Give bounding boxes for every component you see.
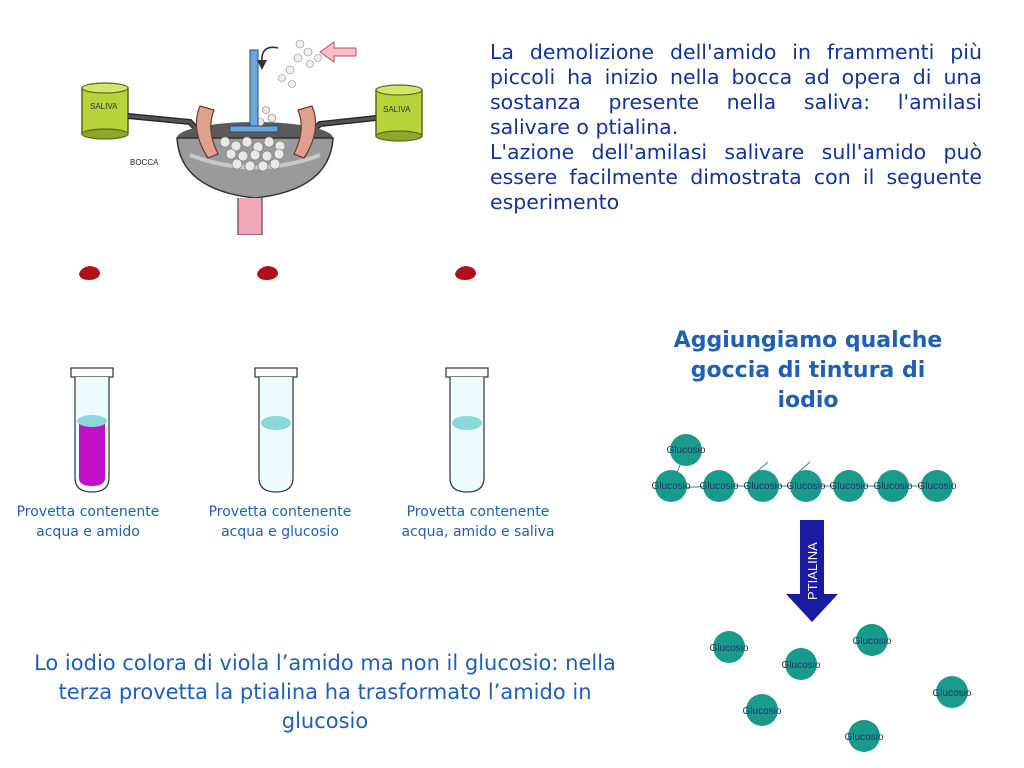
ptialina-label: PTIALINA xyxy=(805,542,820,600)
svg-text:Glucosio: Glucosio xyxy=(874,481,913,492)
tube-caption-1: Provetta contenente acqua e amido xyxy=(16,504,160,540)
iodine-drop-3 xyxy=(455,260,476,280)
glucose-node: Glucosio xyxy=(700,470,739,502)
glucose-node: Glucosio xyxy=(743,694,782,726)
glucose-node: Glucosio xyxy=(853,624,892,656)
saliva-jar-right: SALIVA xyxy=(375,84,423,142)
glucose-node: Glucosio xyxy=(782,648,821,680)
glucose-node: Glucosio xyxy=(918,470,957,502)
svg-text:Glucosio: Glucosio xyxy=(743,706,782,717)
mouth-bowl: BOCCA xyxy=(130,49,334,235)
intro-text: La demolizione dell'amido in frammenti p… xyxy=(490,40,982,215)
mouth-illustration: SALIVA SALIVA BOCCA xyxy=(81,39,423,235)
svg-text:Glucosio: Glucosio xyxy=(918,481,957,492)
glucose-node: Glucosio xyxy=(933,676,972,708)
svg-text:Glucosio: Glucosio xyxy=(853,636,892,647)
glucose-node: Glucosio xyxy=(652,470,691,502)
glucose-node: Glucosio xyxy=(744,470,783,502)
svg-text:Glucosio: Glucosio xyxy=(933,688,972,699)
glucose-node: Glucosio xyxy=(845,720,884,752)
starch-chain-diagram: Glucosio Glucosio Glucosio Glucosio Gluc… xyxy=(652,434,957,502)
conclusion-text: Lo iodio colora di viola l’amido ma non … xyxy=(34,651,616,733)
mouth-label: BOCCA xyxy=(130,158,159,167)
iodine-heading: Aggiungiamo qualche goccia di tintura di… xyxy=(673,328,943,413)
glucose-node: Glucosio xyxy=(710,631,749,663)
glucose-node: Glucosio xyxy=(787,470,826,502)
svg-text:Glucosio: Glucosio xyxy=(667,445,706,456)
svg-text:Glucosio: Glucosio xyxy=(830,481,869,492)
tube-caption-3: Provetta contenente acqua, amido e saliv… xyxy=(401,504,555,540)
svg-text:Glucosio: Glucosio xyxy=(787,481,826,492)
intro-paragraph-2: L'azione dell'amilasi salivare sull'amid… xyxy=(490,140,982,214)
svg-text:Glucosio: Glucosio xyxy=(744,481,783,492)
test-tube-3 xyxy=(445,367,489,493)
intro-paragraph-1: La demolizione dell'amido in frammenti p… xyxy=(490,40,982,139)
test-tube-2 xyxy=(254,367,298,493)
tube-caption-2: Provetta contenente acqua e glucosio xyxy=(208,504,352,540)
saliva-label-left: SALIVA xyxy=(90,102,118,111)
svg-text:Glucosio: Glucosio xyxy=(782,660,821,671)
svg-text:Glucosio: Glucosio xyxy=(700,481,739,492)
svg-text:Glucosio: Glucosio xyxy=(652,481,691,492)
glucose-node: Glucosio xyxy=(874,470,913,502)
test-tube-1 xyxy=(70,367,114,493)
svg-text:Glucosio: Glucosio xyxy=(845,732,884,743)
glucose-node: Glucosio xyxy=(667,434,706,466)
svg-text:Glucosio: Glucosio xyxy=(710,643,749,654)
saliva-label-right: SALIVA xyxy=(383,105,411,114)
pink-arrow-icon xyxy=(319,41,357,63)
iodine-drop-1 xyxy=(79,260,100,280)
falling-food-particles xyxy=(278,39,322,88)
saliva-jar-left: SALIVA xyxy=(81,82,129,140)
glucose-node: Glucosio xyxy=(830,470,869,502)
iodine-drop-2 xyxy=(257,260,278,280)
tube-1-liquid xyxy=(79,424,105,486)
ptialina-arrow: PTIALINA xyxy=(786,520,838,622)
free-glucose-diagram: Glucosio Glucosio Glucosio Glucosio Gluc… xyxy=(710,624,972,752)
